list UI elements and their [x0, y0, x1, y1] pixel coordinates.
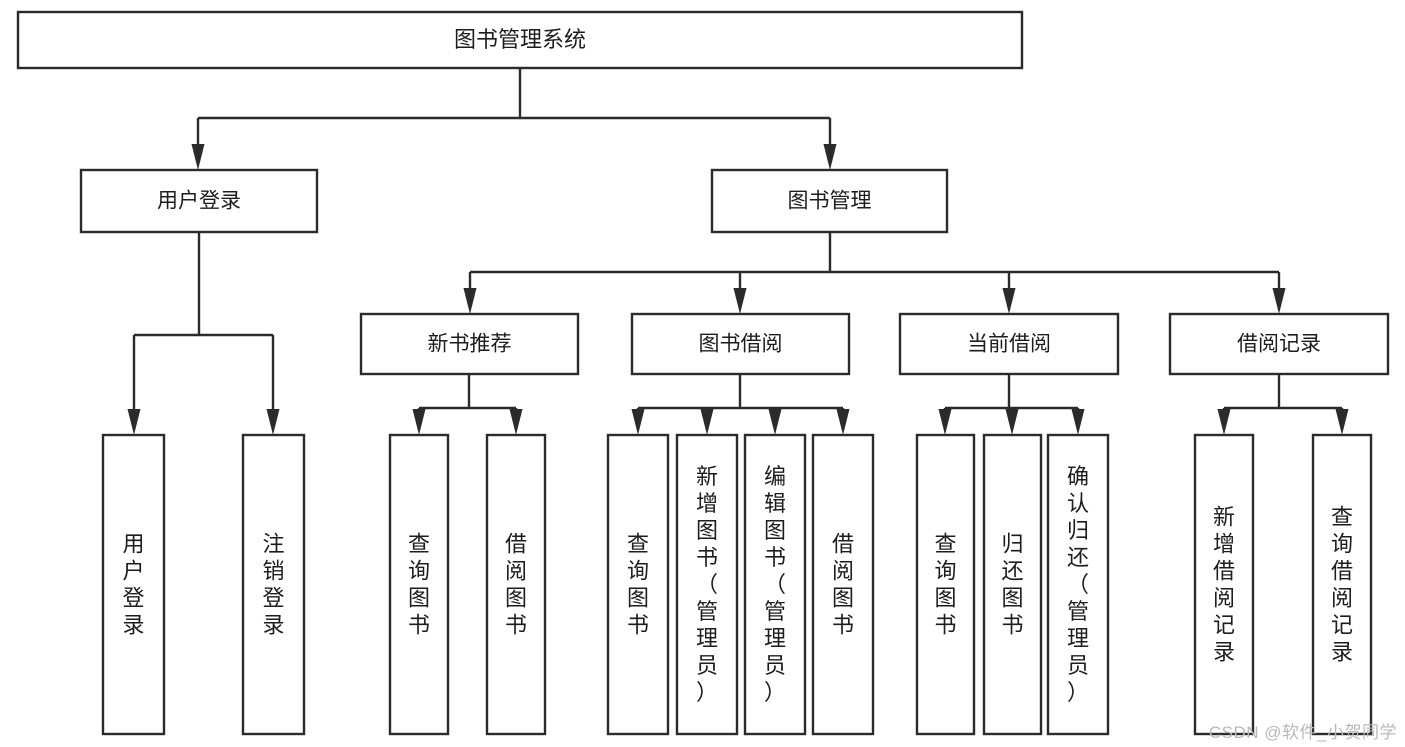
leaf-node-label: 用户登录 [122, 532, 144, 638]
arrow-head-icon [191, 144, 205, 170]
leaf-node-label: 确认归还（管理员） [1067, 464, 1089, 705]
node-rect [710, 168, 949, 234]
node-new-book-rec[interactable]: 新书推荐 [359, 312, 580, 376]
leaf-node-label: 借阅图书 [832, 532, 854, 638]
node-rect [1311, 433, 1373, 736]
arrow-head-icon [509, 409, 523, 435]
node-root[interactable]: 图书管理系统 [16, 10, 1024, 70]
node-book-borrow[interactable]: 图书借阅 [630, 312, 851, 376]
leaf-node-label: 新增借阅记录 [1213, 505, 1235, 665]
leaf-node-leaf-borrow-book-rec[interactable]: 借阅图书 [485, 433, 547, 736]
leaf-node-label: 注销登录 [262, 532, 284, 638]
node-label: 新书推荐 [428, 333, 512, 356]
node-rect [1046, 433, 1110, 736]
connector-root [191, 68, 837, 170]
arrow-head-icon [1272, 288, 1286, 314]
node-rect [630, 312, 851, 376]
node-rect [811, 433, 875, 736]
arrow-head-icon [463, 288, 477, 314]
node-rect [915, 433, 976, 736]
leaf-node-label: 查询图书 [627, 532, 649, 638]
node-label: 图书借阅 [699, 333, 783, 356]
node-label: 图书管理 [788, 190, 872, 213]
leaf-node-leaf-user-login[interactable]: 用户登录 [101, 433, 166, 736]
leaf-node-label: 归还图书 [1001, 532, 1023, 638]
connector-book-manage [463, 232, 1286, 314]
leaf-node-leaf-query-book-current[interactable]: 查询图书 [915, 433, 976, 736]
node-rect [388, 433, 450, 736]
node-book-manage[interactable]: 图书管理 [710, 168, 949, 234]
node-borrow-record[interactable]: 借阅记录 [1168, 312, 1390, 376]
node-rect [982, 433, 1043, 736]
arrow-head-icon [733, 288, 747, 314]
arrow-head-icon [836, 409, 850, 435]
leaf-node-leaf-return-book[interactable]: 归还图书 [982, 433, 1043, 736]
leaf-node-leaf-add-borrow-record[interactable]: 新增借阅记录 [1193, 433, 1255, 736]
node-rect [485, 433, 547, 736]
node-rect [898, 312, 1120, 376]
arrow-head-icon [700, 409, 714, 435]
node-label: 当前借阅 [967, 333, 1051, 356]
leaf-node-label: 查询借阅记录 [1331, 505, 1353, 665]
node-label: 借阅记录 [1237, 333, 1321, 356]
node-label: 用户登录 [157, 190, 241, 213]
leaf-node-label: 借阅图书 [505, 532, 527, 638]
connector-new-book-rec [412, 374, 523, 435]
node-rect [79, 168, 319, 234]
arrow-head-icon [823, 144, 837, 170]
leaf-node-leaf-query-book-rec[interactable]: 查询图书 [388, 433, 450, 736]
node-rect [241, 433, 306, 736]
leaf-node-label: 新增图书（管理员） [696, 464, 718, 705]
arrow-head-icon [412, 409, 426, 435]
leaf-node-leaf-confirm-return-admin[interactable]: 确认归还（管理员） [1046, 433, 1110, 736]
leaf-node-leaf-borrow-book[interactable]: 借阅图书 [811, 433, 875, 736]
connector-user-login [127, 232, 280, 435]
node-current-borrow[interactable]: 当前借阅 [898, 312, 1120, 376]
arrow-head-icon [1071, 409, 1085, 435]
node-rect [606, 433, 670, 736]
node-user-login[interactable]: 用户登录 [79, 168, 319, 234]
node-rect [359, 312, 580, 376]
connector-current-borrow [938, 374, 1085, 435]
connector-book-borrow [631, 374, 850, 435]
arrow-head-icon [1005, 409, 1019, 435]
connector-layer [127, 68, 1349, 435]
leaf-node-label: 查询图书 [408, 532, 430, 638]
arrow-head-icon [266, 409, 280, 435]
arrow-head-icon [127, 409, 141, 435]
node-rect [16, 10, 1024, 70]
node-rect [743, 433, 807, 736]
leaf-node-leaf-edit-book-admin[interactable]: 编辑图书（管理员） [743, 433, 807, 736]
connector-borrow-record [1217, 374, 1349, 435]
leaf-node-leaf-query-book-borrow[interactable]: 查询图书 [606, 433, 670, 736]
node-rect [101, 433, 166, 736]
node-rect [1168, 312, 1390, 376]
arrow-head-icon [768, 409, 782, 435]
leaf-node-leaf-user-logout[interactable]: 注销登录 [241, 433, 306, 736]
node-rect [675, 433, 739, 736]
node-rect [1193, 433, 1255, 736]
arrow-head-icon [1217, 409, 1231, 435]
node-label: 图书管理系统 [454, 27, 586, 52]
arrow-head-icon [1002, 288, 1016, 314]
leaf-node-leaf-query-borrow-record[interactable]: 查询借阅记录 [1311, 433, 1373, 736]
leaf-node-label: 查询图书 [934, 532, 956, 638]
arrow-head-icon [631, 409, 645, 435]
arrow-head-icon [1335, 409, 1349, 435]
leaf-node-leaf-add-book-admin[interactable]: 新增图书（管理员） [675, 433, 739, 736]
arrow-head-icon [938, 409, 952, 435]
node-layer: 图书管理系统用户登录图书管理新书推荐图书借阅当前借阅借阅记录用户登录注销登录查询… [16, 10, 1390, 736]
leaf-node-label: 编辑图书（管理员） [764, 464, 786, 705]
